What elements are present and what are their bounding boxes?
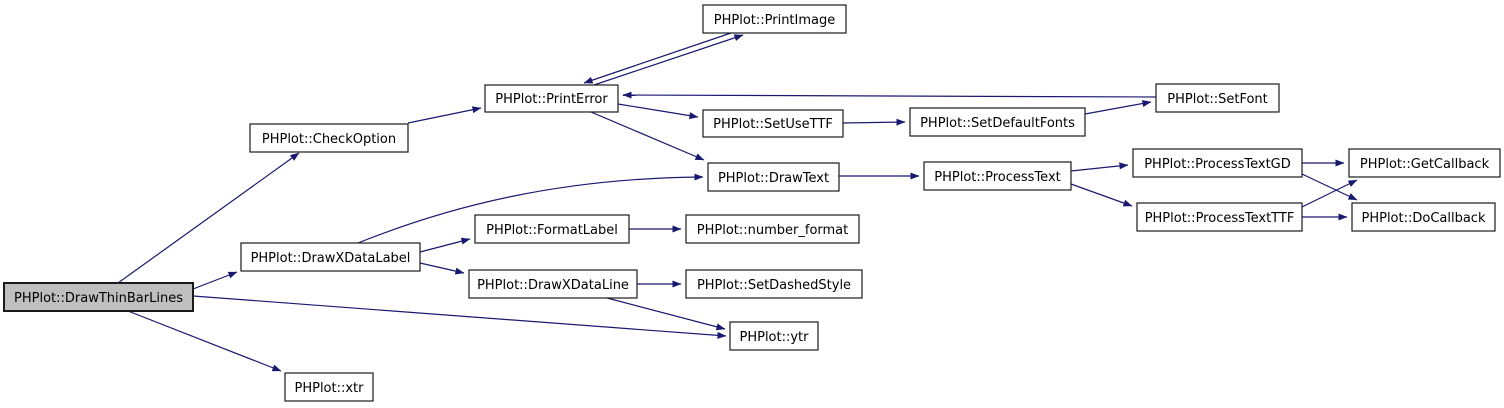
edge-layer — [117, 32, 1358, 372]
edge-setusettf-setdefaultfonts — [842, 118, 906, 126]
node-phplot-drawtext[interactable]: PHPlot::DrawText — [707, 162, 840, 192]
node-phplot-printimage[interactable]: PHPlot::PrintImage — [702, 4, 847, 34]
node-label: PHPlot::CheckOption — [262, 132, 396, 147]
node-box — [702, 4, 847, 34]
node-box — [702, 109, 844, 138]
node-layer: PHPlot::DrawThinBarLines PHPlot::CheckOp… — [3, 4, 1501, 402]
node-label: PHPlot::DrawText — [718, 171, 829, 186]
node-phplot-drawthinbarlines[interactable]: PHPlot::DrawThinBarLines — [3, 282, 194, 312]
node-box — [284, 372, 374, 402]
node-box — [474, 214, 630, 244]
node-box — [707, 162, 840, 192]
node-phplot-setdashedstyle[interactable]: PHPlot::SetDashedStyle — [685, 269, 863, 299]
node-label: PHPlot::ProcessTextTTF — [1145, 211, 1295, 226]
node-phplot-number-format[interactable]: PHPlot::number_format — [685, 214, 860, 244]
node-box — [468, 269, 638, 299]
node-label: PHPlot::DoCallback — [1361, 211, 1485, 226]
edge-processtextttf-getcallback — [1301, 179, 1358, 208]
node-box — [729, 321, 819, 351]
node-box — [909, 107, 1086, 137]
edge-printerror-drawtext — [590, 111, 705, 161]
node-phplot-setusettf[interactable]: PHPlot::SetUseTTF — [702, 109, 844, 138]
node-phplot-getcallback[interactable]: PHPlot::GetCallback — [1348, 148, 1501, 178]
node-label: PHPlot::xtr — [294, 381, 364, 396]
edge-drawxdatalabel-drawtext — [357, 173, 704, 244]
edge-printerror-setusettf — [617, 103, 699, 120]
node-box — [484, 84, 619, 113]
node-box — [1136, 202, 1303, 232]
edge-drawxdatalabel-drawxdataline — [419, 262, 465, 275]
node-label: PHPlot::PrintImage — [714, 13, 836, 28]
node-box — [1155, 83, 1280, 113]
node-box — [1348, 148, 1501, 178]
node-box — [1351, 202, 1496, 232]
edge-printimage-printerror — [583, 32, 732, 84]
node-phplot-processtext[interactable]: PHPlot::ProcessText — [923, 161, 1072, 191]
edge-setdefaultfonts-setfont — [1084, 100, 1152, 115]
node-label: PHPlot::ytr — [739, 330, 809, 345]
edge-drawthinbarlines-drawxdatalabel — [192, 271, 238, 290]
edge-drawxdatalabel-formatlabel — [419, 237, 471, 253]
node-phplot-docallback[interactable]: PHPlot::DoCallback — [1351, 202, 1496, 232]
node-box — [240, 242, 421, 272]
node-label: PHPlot::ProcessText — [934, 170, 1060, 185]
node-label: PHPlot::SetUseTTF — [713, 117, 833, 132]
edge-checkoption-printerror — [407, 106, 482, 124]
node-label: PHPlot::SetDashedStyle — [697, 278, 851, 293]
node-label: PHPlot::SetDefaultFonts — [920, 116, 1075, 131]
edge-processtext-processtextgd — [1070, 162, 1129, 172]
node-phplot-printerror[interactable]: PHPlot::PrintError — [484, 84, 619, 113]
node-phplot-processtextttf[interactable]: PHPlot::ProcessTextTTF — [1136, 202, 1303, 232]
node-label: PHPlot::PrintError — [495, 92, 608, 107]
node-label: PHPlot::FormatLabel — [486, 223, 618, 238]
node-label: PHPlot::GetCallback — [1360, 157, 1490, 172]
node-phplot-ytr[interactable]: PHPlot::ytr — [729, 321, 819, 351]
node-label: PHPlot::SetFont — [1167, 92, 1268, 107]
edge-drawthinbarlines-ytr — [192, 295, 727, 339]
node-label: PHPlot::ProcessTextGD — [1144, 157, 1291, 172]
node-phplot-setdefaultfonts[interactable]: PHPlot::SetDefaultFonts — [909, 107, 1086, 137]
node-box — [685, 214, 860, 244]
node-phplot-formatlabel[interactable]: PHPlot::FormatLabel — [474, 214, 630, 244]
node-label: PHPlot::DrawThinBarLines — [14, 291, 183, 306]
edge-processtextgd-docallback — [1301, 173, 1358, 201]
edge-processtext-processtextttf — [1070, 183, 1133, 207]
node-label: PHPlot::DrawXDataLabel — [251, 251, 411, 266]
node-box — [3, 282, 194, 312]
node-label: PHPlot::DrawXDataLine — [477, 278, 629, 293]
node-box — [249, 123, 409, 153]
node-phplot-xtr[interactable]: PHPlot::xtr — [284, 372, 374, 402]
node-box — [923, 161, 1072, 191]
node-box — [1132, 148, 1303, 178]
node-phplot-drawxdatalabel[interactable]: PHPlot::DrawXDataLabel — [240, 242, 421, 272]
node-phplot-processtextgd[interactable]: PHPlot::ProcessTextGD — [1132, 148, 1303, 178]
edge-printerror-printimage — [593, 34, 744, 86]
node-box — [685, 269, 863, 299]
edge-drawthinbarlines-xtr — [127, 310, 282, 372]
node-phplot-drawxdataline[interactable]: PHPlot::DrawXDataLine — [468, 269, 638, 299]
edge-drawxdataline-ytr — [606, 297, 726, 331]
node-label: PHPlot::number_format — [697, 223, 849, 238]
node-phplot-checkoption[interactable]: PHPlot::CheckOption — [249, 123, 409, 153]
edge-drawthinbarlines-checkoption — [117, 152, 300, 284]
node-phplot-setfont[interactable]: PHPlot::SetFont — [1155, 83, 1280, 113]
edge-setfont-printerror — [622, 91, 1157, 99]
